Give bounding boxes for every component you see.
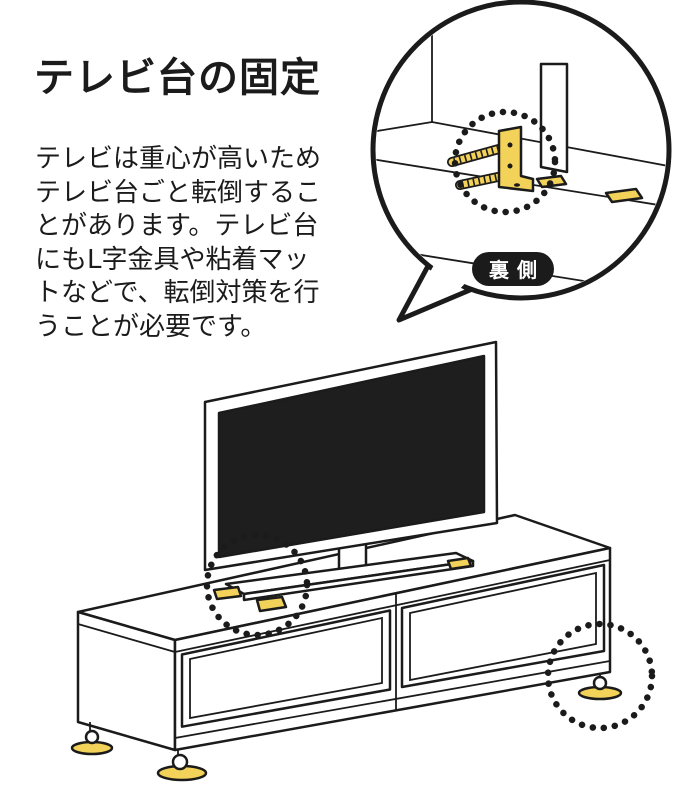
l-bracket-hole-foot <box>514 183 520 187</box>
zoom-mat-far <box>604 187 644 204</box>
screw-upper <box>447 142 511 167</box>
cabinet-bottom-rail <box>174 660 611 739</box>
body-paragraph: テレビは重心が高いため テレビ台ごと転倒するこ とがあります。テレビ台 にもL字… <box>35 143 345 344</box>
zoom-back-view <box>376 5 666 295</box>
adhesive-mat-left <box>212 585 243 601</box>
caster-back-left <box>70 722 114 756</box>
body-line: とがあります。テレビ台 <box>35 211 319 241</box>
back-side-pill <box>472 252 554 286</box>
body-line: うことが必要です。 <box>35 311 267 342</box>
zoom-shelf-back-edge <box>376 121 666 171</box>
caster-wheel-front-right <box>592 675 608 691</box>
caster-front-left <box>156 750 208 782</box>
caster-wheel-front-left <box>171 753 189 771</box>
television <box>203 340 499 613</box>
tv-screen <box>217 354 486 559</box>
highlight-tv-base-dotted-circle <box>203 531 311 639</box>
l-bracket-hole-bottom <box>507 163 513 169</box>
body-line: トなどで、転倒対策を行 <box>35 278 320 308</box>
body-line: にもL字金具や粘着マッ <box>35 244 310 275</box>
adhesive-mat-front <box>255 595 288 613</box>
highlight-caster-dotted-circle <box>544 620 656 732</box>
adhesive-mat-right <box>446 556 473 571</box>
body-line: テレビは重心が高いため <box>35 144 322 174</box>
drawer-right-panel <box>409 571 597 682</box>
callout-bubble: 裏側 <box>370 0 672 323</box>
drawer-left-panel <box>189 616 383 720</box>
cabinet-top-band-side <box>77 623 176 653</box>
tv-base-edge <box>242 559 475 602</box>
zoom-focus-dotted-circle <box>451 108 559 216</box>
caster-front-right <box>577 674 623 701</box>
l-bracket-hole-top <box>507 142 513 148</box>
caster-wheel-back-left <box>84 729 100 745</box>
body-line: テレビ台ごと転倒するこ <box>35 177 322 208</box>
back-side-label: 裏側 <box>472 252 554 286</box>
callout-tail-join <box>409 252 470 309</box>
zoom-stand-upright <box>539 62 569 174</box>
l-bracket <box>497 125 535 193</box>
back-side-label-text: 裏側 <box>488 258 545 282</box>
page-title: テレビ台の固定 <box>34 55 321 101</box>
